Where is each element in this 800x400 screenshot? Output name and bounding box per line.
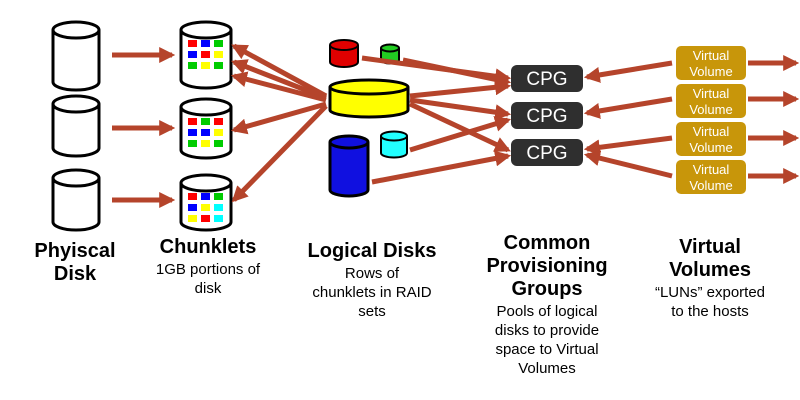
vv-line2: Volume [689,178,732,193]
virtual-volumes-caption: Virtual Volumes “LUNs” exported to the h… [640,236,780,320]
physical-disk-icon [51,94,101,158]
arrow-icon [409,116,512,153]
arrow-icon [409,79,512,99]
arrow-icon [231,59,327,101]
cpg-box: CPG [511,102,583,129]
physical-disk-icon [51,168,101,232]
cpg-box: CPG [511,139,583,166]
virtual-volumes-desc-line1: “LUNs” exported [654,284,766,301]
virtual-volumes-title-line2: Volumes [669,259,751,281]
logical-disk-icon [329,39,359,68]
chunklet-disk-icon [179,173,233,232]
vv-line1: Virtual [693,162,730,177]
physical-disk-title-line2: Disk [53,263,97,285]
vv-line2: Volume [689,64,732,79]
arrow-icon [231,104,328,203]
vv-line1: Virtual [693,86,730,101]
logical-disks-desc-line1: Rows of [344,265,400,282]
arrow-icon [371,150,512,185]
cpg-title-line3: Groups [511,278,583,300]
cpg-desc-line4: Volumes [518,360,576,377]
virtual-volume-box: Virtual Volume [676,122,746,156]
logical-disks-caption: Logical Disks Rows of chunklets in RAID … [292,240,452,320]
arrow-icon [583,96,673,119]
cpg-box: CPG [511,65,583,92]
cpg-desc-line2: disks to provide [494,322,600,339]
cpg-caption: Common Provisioning Groups Pools of logi… [480,232,614,377]
cpg-desc-line1: Pools of logical [496,303,598,320]
chunklets-desc-line1: 1GB portions of [155,261,261,278]
arrow-icon [230,71,327,103]
arrow-icon [402,57,512,88]
arrow-icon [583,135,673,156]
cpg-box-label: CPG [526,143,567,164]
logical-disk-icon [328,134,370,198]
virtual-volume-box: Virtual Volume [676,160,746,194]
chunklets-desc-line2: disk [194,280,222,297]
logical-disk-icon [380,130,408,159]
physical-disk-icon [51,20,101,92]
cpg-box-label: CPG [526,106,567,127]
arrow-icon [409,97,512,121]
chunklets-title: Chunklets [159,236,257,258]
arrows [112,43,800,209]
arrow-icon [583,60,673,83]
vv-line2: Volume [689,140,732,155]
arrow-icon [230,101,327,135]
vv-line2: Volume [689,102,732,117]
chunklet-disk-icon [179,97,233,160]
arrow-icon [408,101,511,153]
chunklets-caption: Chunklets 1GB portions of disk [138,236,278,297]
virtual-volumes-desc-line2: to the hosts [671,303,749,320]
arrow-icon [231,43,328,99]
cpg-desc-line3: space to Virtual [495,341,599,358]
logical-disks-desc-line2: chunklets in RAID [312,284,432,301]
cpg-box-label: CPG [526,69,567,90]
logical-disks-desc-line3: sets [358,303,386,320]
physical-disk-title-line1: Phyiscal [34,240,116,262]
logical-disks-title: Logical Disks [307,240,437,262]
cpg-title-line2: Provisioning [486,255,608,277]
vv-line1: Virtual [693,124,730,139]
virtual-volumes-title-line1: Virtual [679,236,741,258]
logical-disk-icon [328,78,410,119]
physical-disk-caption: Phyiscal Disk [20,240,130,286]
arrow-icon [583,150,673,179]
vv-line1: Virtual [693,48,730,63]
virtual-volume-box: Virtual Volume [676,84,746,118]
chunklet-disk-icon [179,20,233,90]
cpg-title-line1: Common [503,232,591,254]
virtual-volume-box: Virtual Volume [676,46,746,80]
